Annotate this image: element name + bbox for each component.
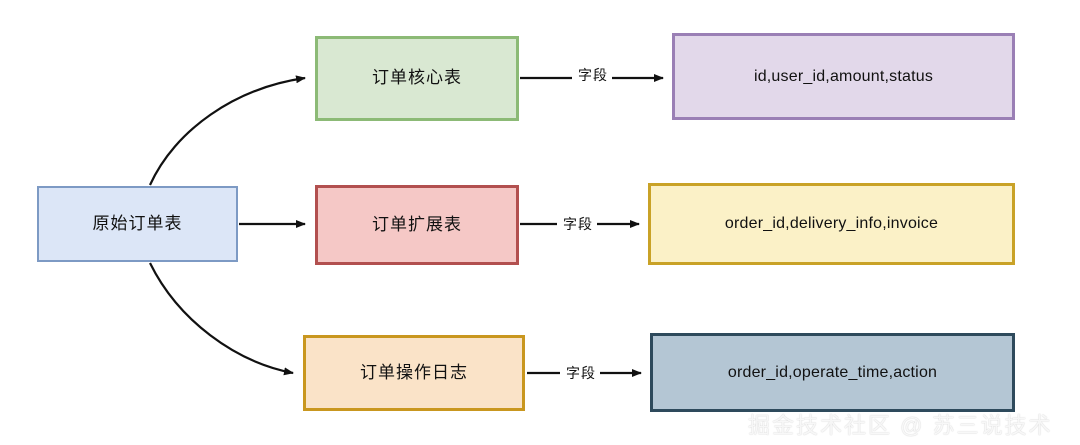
node-order-operation-log[interactable]: 订单操作日志 xyxy=(303,335,525,411)
edge-label-log-fields: 字段 xyxy=(563,363,599,383)
edge-source-to-log xyxy=(149,262,294,376)
node-order-extension-table[interactable]: 订单扩展表 xyxy=(315,185,519,265)
edge-source-to-core xyxy=(148,75,306,186)
node-extension-fields[interactable]: order_id,delivery_info,invoice xyxy=(648,183,1015,265)
node-core-fields[interactable]: id,user_id,amount,status xyxy=(672,33,1015,120)
node-order-core-table[interactable]: 订单核心表 xyxy=(315,36,519,121)
node-original-order-table[interactable]: 原始订单表 xyxy=(37,186,238,262)
watermark: 掘金技术社区 @ 苏三说技术 xyxy=(748,413,1053,438)
edge-label-extension-fields: 字段 xyxy=(560,214,596,234)
edge-label-core-fields: 字段 xyxy=(575,65,611,85)
node-log-fields[interactable]: order_id,operate_time,action xyxy=(650,333,1015,412)
